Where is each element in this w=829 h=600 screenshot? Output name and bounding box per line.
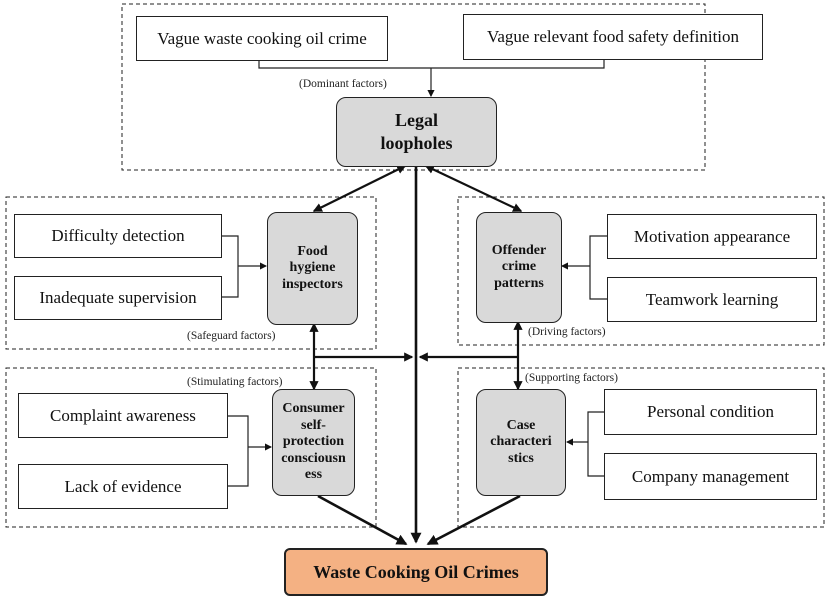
supporting-causes-connector — [567, 411, 604, 477]
legal-loopholes-line-1: Legal — [395, 109, 438, 130]
consumer-line-3: protection — [282, 434, 345, 450]
offender-line-3: patterns — [494, 275, 544, 291]
legal-loopholes-line-2: loopholes — [380, 133, 453, 153]
vague-crime-cause-box: Vague waste cooking oil crime — [136, 16, 388, 61]
driving-factors-frame — [457, 196, 825, 346]
supporting-factors-label: (Supporting factors) — [525, 372, 618, 384]
offender-line-1: Offender — [491, 242, 547, 258]
legal-offender-arrow — [424, 165, 523, 212]
food-hygiene-line-2: hygiene — [289, 260, 336, 276]
motivation-appearance-box: Motivation appearance — [607, 214, 817, 259]
waste-cooking-oil-crimes-node: Waste Cooking Oil Crimes — [284, 548, 548, 596]
stimulating-factors-label: (Stimulating factors) — [187, 376, 283, 388]
teamwork-learning-box: Teamwork learning — [607, 277, 817, 322]
driving-factors-label: (Driving factors) — [528, 326, 606, 338]
safeguard-factors-label: (Safeguard factors) — [187, 330, 276, 342]
driving-causes-connector — [562, 235, 607, 300]
legal-loopholes-node: Legal loopholes — [336, 97, 497, 167]
case-to-crimes-arrow — [426, 494, 521, 546]
company-management-box: Company management — [604, 453, 817, 500]
personal-condition-box: Personal condition — [604, 389, 817, 435]
food-hygiene-line-1: Food — [297, 243, 328, 259]
stimulating-causes-connector — [228, 415, 271, 487]
complaint-awareness-box: Complaint awareness — [18, 393, 228, 438]
safeguard-causes-connector — [222, 235, 266, 298]
safeguard-factors-frame — [5, 196, 377, 350]
lack-of-evidence-box: Lack of evidence — [18, 464, 228, 509]
difficulty-detection-box: Difficulty detection — [14, 214, 222, 258]
consumer-line-2: self- — [301, 417, 326, 433]
dominant-factors-frame — [121, 3, 706, 171]
consumer-line-5: ess — [304, 467, 323, 483]
case-line-3: stics — [508, 450, 534, 466]
dominant-factors-label: (Dominant factors) — [299, 78, 387, 90]
legal-food-hygiene-arrow — [312, 165, 407, 212]
stimulating-factors-frame — [5, 367, 377, 528]
offender-line-2: crime — [501, 259, 537, 275]
consumer-line-4: consciousn — [281, 450, 346, 466]
food-hygiene-line-3: inspectors — [282, 276, 343, 292]
inadequate-supervision-box: Inadequate supervision — [14, 276, 222, 320]
supporting-factors-frame — [457, 367, 825, 528]
consumer-to-crimes-arrow — [317, 494, 408, 546]
consumer-line-1: Consumer — [282, 401, 345, 417]
vague-definition-cause-box: Vague relevant food safety definition — [463, 14, 763, 60]
dominant-causes-connector — [258, 60, 605, 96]
case-line-2: characteri — [490, 434, 552, 450]
case-line-1: Case — [506, 417, 536, 433]
